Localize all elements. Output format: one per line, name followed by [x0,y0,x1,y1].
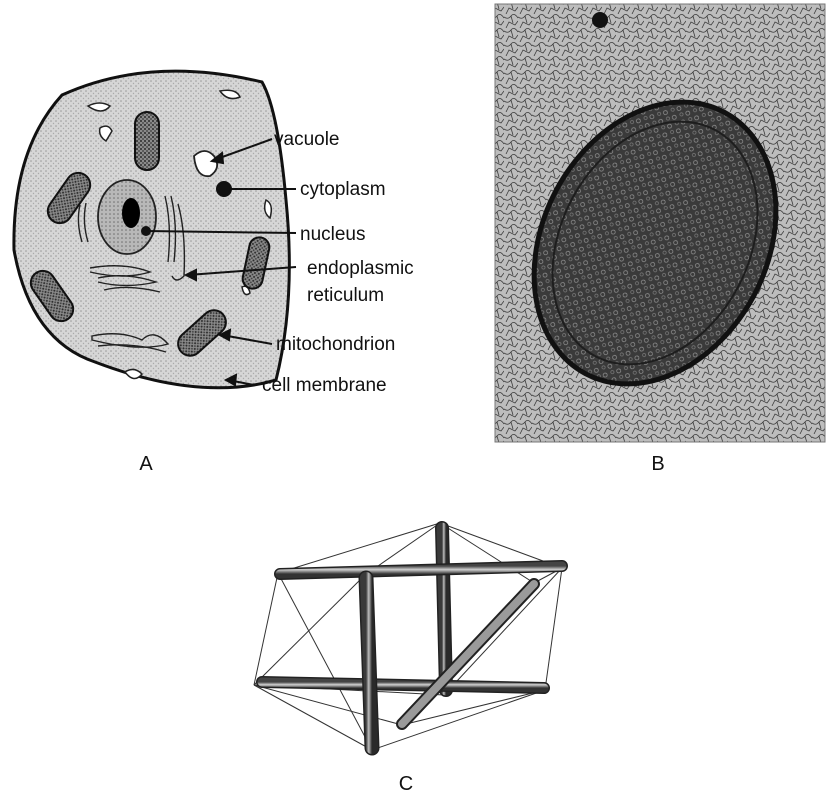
label-cytoplasm: cytoplasm [300,179,386,200]
caption-c: C [399,773,413,795]
label-reticulum: reticulum [307,285,384,306]
panel-c-tensegrity: C [254,523,562,795]
label-endoplasmic: endoplasmic [307,258,414,279]
label-cell-membrane: cell membrane [262,375,387,396]
label-nucleus: nucleus [300,224,366,245]
caption-a: A [139,453,153,475]
nucleolus-shape [122,198,140,228]
panel-a-cell-diagram: vacuole cytoplasm nucleus endoplasmic re… [14,71,414,475]
tensegrity-struts [262,528,562,748]
label-mitochondrion: mitochondrion [276,334,395,355]
label-vacuole: vacuole [274,129,340,150]
caption-b: B [651,453,664,475]
panel-b-micrograph: B [487,4,825,475]
